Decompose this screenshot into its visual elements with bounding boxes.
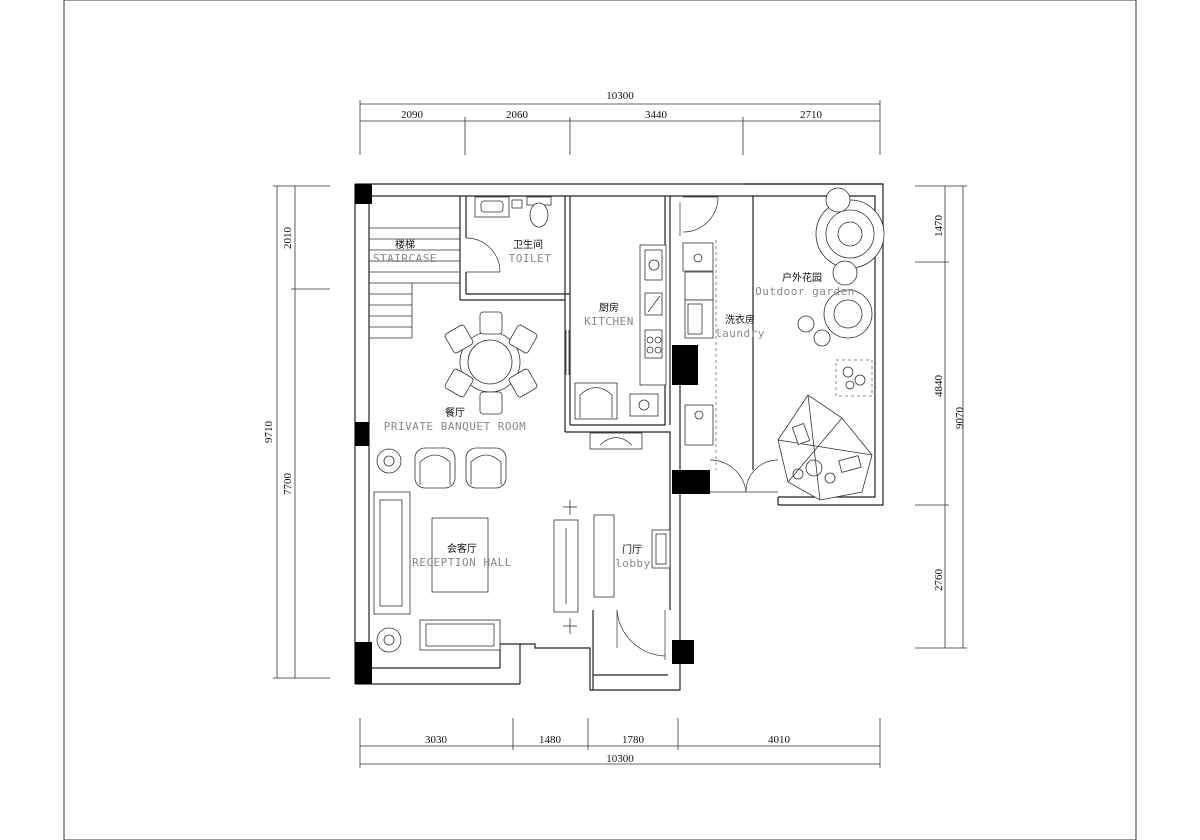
room-labels: 楼梯 STAIRCASE 卫生间 TOILET 厨房 KITCHEN 户外花园 … bbox=[373, 238, 855, 570]
dining-table bbox=[444, 311, 538, 415]
bottom-dim-4: 4010 bbox=[768, 734, 791, 746]
column bbox=[672, 640, 694, 664]
top-dim-2: 2060 bbox=[506, 109, 529, 121]
kitchen-fixtures bbox=[565, 244, 667, 450]
column bbox=[672, 345, 698, 385]
right-dim-1: 1470 bbox=[933, 215, 945, 238]
garden-label-cn: 户外花园 bbox=[782, 271, 822, 284]
kitchen-label-cn: 厨房 bbox=[599, 301, 619, 314]
banquet-label-cn: 餐厅 bbox=[445, 406, 465, 419]
left-outer-dim: 9710 bbox=[263, 421, 275, 444]
sheet-frame bbox=[63, 0, 1137, 840]
bottom-total-dim: 10300 bbox=[606, 753, 634, 765]
right-outer-dim: 9070 bbox=[954, 407, 966, 430]
structural-columns bbox=[355, 184, 710, 684]
reception-label-en: RECEPTION HALL bbox=[412, 556, 512, 569]
column bbox=[355, 642, 372, 684]
right-dim-3: 2760 bbox=[933, 569, 945, 592]
top-dim-4: 2710 bbox=[800, 109, 823, 121]
left-dim-1: 2010 bbox=[282, 227, 294, 250]
toilet-label-en: TOILET bbox=[509, 252, 552, 265]
garden-plants bbox=[777, 187, 885, 501]
column bbox=[672, 470, 710, 494]
bottom-dim-2: 1480 bbox=[539, 734, 562, 746]
reception-label-cn: 会客厅 bbox=[447, 542, 477, 555]
top-dimension-chain: 10300 2090 2060 3440 2710 bbox=[359, 90, 881, 155]
bottom-dim-1: 3030 bbox=[425, 734, 448, 746]
staircase-label-cn: 楼梯 bbox=[395, 238, 415, 251]
top-dim-3: 3440 bbox=[645, 109, 668, 121]
lobby-label-en: lobby bbox=[615, 557, 651, 570]
toilet-fixtures bbox=[465, 196, 552, 273]
reception-furniture bbox=[373, 447, 579, 653]
column bbox=[355, 422, 369, 446]
laundry-label-en: laundry bbox=[715, 327, 765, 340]
kitchen-label-en: KITCHEN bbox=[584, 315, 634, 328]
garden-label-en: Outdoor garden bbox=[755, 285, 855, 298]
staircase-label-en: STAIRCASE bbox=[373, 252, 437, 265]
right-dim-2: 4840 bbox=[933, 375, 945, 398]
top-total-dim: 10300 bbox=[606, 90, 634, 102]
lobby-label-cn: 门厅 bbox=[622, 543, 642, 556]
bottom-dimension-chain: 3030 1480 1780 4010 10300 bbox=[359, 718, 881, 768]
column bbox=[355, 184, 372, 204]
left-dimension-chain: 9710 2010 7700 bbox=[263, 185, 330, 679]
bottom-dim-3: 1780 bbox=[622, 734, 645, 746]
banquet-label-en: PRIVATE BANQUET ROOM bbox=[384, 420, 526, 433]
laundry-fixtures bbox=[679, 196, 779, 493]
toilet-label-cn: 卫生间 bbox=[513, 238, 543, 251]
laundry-label-cn: 洗衣房 bbox=[725, 313, 755, 326]
lobby-furniture bbox=[593, 514, 671, 660]
staircase-treads bbox=[369, 227, 460, 339]
top-dim-1: 2090 bbox=[401, 109, 424, 121]
left-dim-2: 7700 bbox=[282, 473, 294, 496]
right-dimension-chain: 1470 4840 2760 9070 bbox=[915, 185, 967, 649]
